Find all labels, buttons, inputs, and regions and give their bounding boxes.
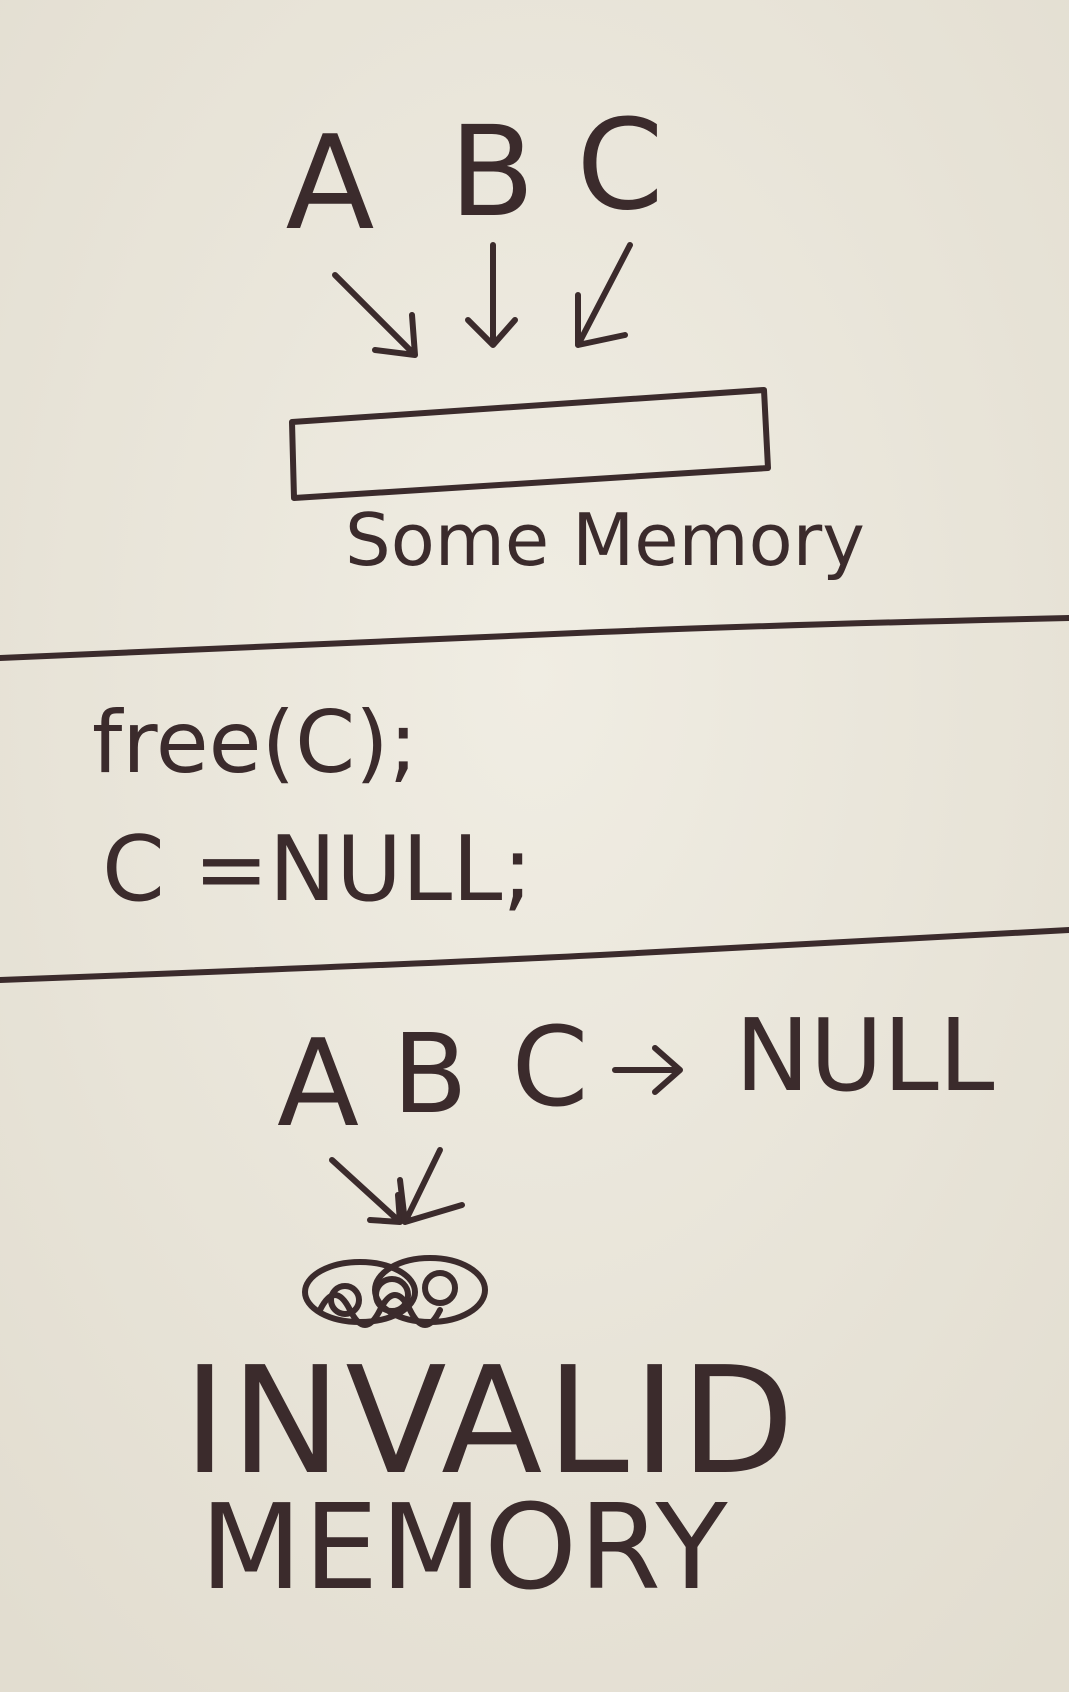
pointer-b: B: [449, 100, 535, 245]
pointer-a: A: [277, 1015, 359, 1154]
divider-1: [0, 615, 1069, 661]
pointer-labels-top: A B C: [286, 93, 664, 259]
arrow-b-icon: [397, 1147, 465, 1225]
memory-label: Some Memory: [345, 498, 865, 582]
arrows-bottom: [329, 1147, 465, 1225]
arrow-b-icon: [465, 242, 518, 348]
memory-block: [289, 387, 771, 501]
arrow-c-icon: [575, 242, 633, 348]
divider-2: [0, 927, 1069, 983]
pointer-c: C: [512, 1003, 589, 1131]
code-free-line: free(C);: [92, 693, 418, 793]
invalid-label: INVALID: [183, 1335, 798, 1507]
scribble-invalid-memory-icon: [302, 1255, 488, 1328]
arrows-top: [332, 242, 633, 358]
memory-invalid-label: MEMORY: [200, 1478, 730, 1616]
pointer-b: B: [392, 1010, 467, 1138]
pointer-labels-bottom: A B C: [277, 1003, 588, 1154]
arrow-right-icon: [612, 1045, 683, 1095]
arrow-a-icon: [329, 1157, 403, 1225]
arrow-a-icon: [332, 272, 418, 358]
null-label: NULL: [735, 997, 995, 1114]
pointer-a: A: [286, 107, 375, 259]
code-null-line: C =NULL;: [102, 817, 533, 922]
pointer-c: C: [576, 93, 663, 238]
